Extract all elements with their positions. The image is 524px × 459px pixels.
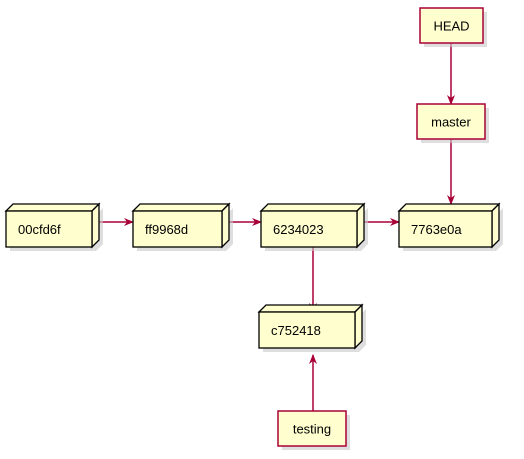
commit-box-top (397, 203, 501, 212)
nodes-layer: 00cfd6f ff9968d 6234023 7763e0a c752418 HEAD m… (4, 7, 503, 450)
commit-node: c752418 (257, 303, 366, 352)
commit-box-side (91, 202, 100, 249)
edges-layer (99, 43, 455, 411)
commit-box-side (221, 202, 230, 249)
commit-label: 00cfd6f (18, 222, 61, 237)
commit-box-front (258, 311, 356, 349)
commit-box-front (398, 210, 493, 248)
commit-label: ff9968d (145, 222, 188, 237)
ref-label: testing (293, 422, 331, 437)
commit-box-front (5, 210, 93, 248)
commit-box-side (354, 303, 363, 350)
ref-box (416, 103, 486, 140)
commit-box-top (4, 203, 101, 212)
ref-box (277, 410, 347, 447)
commit-node: 6234023 (259, 202, 368, 251)
commit-node: ff9968d (131, 202, 233, 251)
commit-label: 7763e0a (411, 222, 462, 237)
ref-node-master: master (416, 103, 489, 143)
ref-label: HEAD (433, 19, 469, 34)
commit-box-front (132, 210, 223, 248)
commit-box-top (131, 203, 231, 212)
commit-label: 6234023 (273, 222, 324, 237)
ref-box (419, 7, 484, 44)
commit-box-top (257, 304, 364, 313)
commit-label: c752418 (271, 323, 321, 338)
commit-box-top (259, 203, 366, 212)
commit-node: 7763e0a (397, 202, 503, 251)
commit-node: 00cfd6f (4, 202, 103, 251)
commit-box-side (491, 202, 500, 249)
ref-node-head: HEAD (419, 7, 487, 47)
commit-box-front (260, 210, 358, 248)
commit-box-side (356, 202, 365, 249)
ref-label: master (431, 115, 471, 130)
ref-node-testing: testing (277, 410, 350, 450)
